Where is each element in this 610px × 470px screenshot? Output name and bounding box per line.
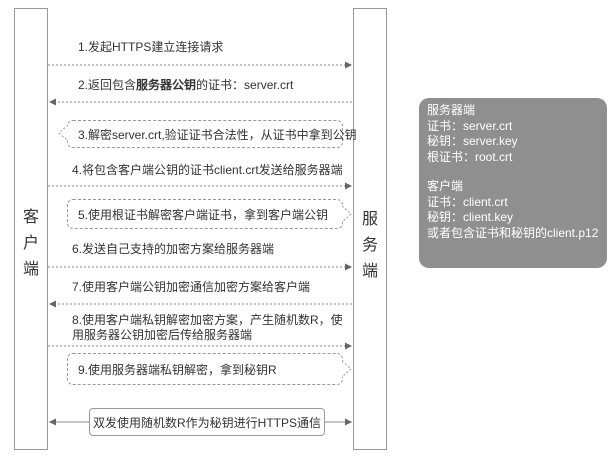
- step-8-label-line-2: 用服务器公钥加密后传给服务器端: [72, 328, 253, 342]
- panel-client-p12: 或者包含证书和秘钥的client.p12: [427, 225, 599, 240]
- step-8-label-line-1: 8.使用客户端私钥解密加密方案，产生随机数R，使: [72, 313, 343, 327]
- step-3-note: 3.解密server.crt,验证证书合法性，从证书中拿到公钥: [67, 120, 357, 148]
- step-9-note-pointer: [342, 361, 352, 377]
- panel-client-cert: 证书：client.crt: [427, 194, 508, 209]
- panel-server-title: 服务器端: [427, 103, 476, 117]
- panel-client-title: 客户端: [427, 179, 464, 193]
- server-lane-label: 服 务 端: [361, 211, 378, 280]
- step-3-note-pointer: [58, 125, 68, 141]
- key-info-panel: 服务器端 证书：server.crt 秘钥：server.key 根证书：roo…: [419, 98, 607, 268]
- panel-root-cert: 根证书：root.crt: [427, 149, 513, 164]
- step-7-label: 7.使用客户端公钥加密通信加密方案给客户端: [72, 280, 311, 294]
- step-5-note: 5.使用根证书解密客户端证书，拿到客户端公钥: [67, 199, 343, 229]
- step-9-note: 9.使用服务器端私钥解密，拿到秘钥R: [67, 353, 343, 385]
- panel-server-key: 秘钥：server.key: [427, 134, 518, 148]
- step-5-note-pointer: [342, 206, 352, 222]
- step-2-label: 2.返回包含服务器公钥的证书：server.crt: [78, 78, 294, 92]
- panel-server-cert: 证书：server.crt: [427, 118, 513, 133]
- step-6-label: 6.发送自己支持的加密方案给服务器端: [72, 242, 275, 256]
- step-1-label: 1.发起HTTPS建立连接请求: [78, 40, 224, 54]
- client-lane-label: 客 户 端: [22, 209, 39, 278]
- server-lane: 服 务 端: [353, 8, 387, 450]
- step-4-label: 4.将包含客户端公钥的证书client.crt发送给服务器端: [72, 163, 343, 177]
- panel-client-key: 秘钥：client.key: [427, 210, 514, 224]
- client-lane: 客 户 端: [14, 8, 48, 450]
- final-https-box: 双发使用随机数R作为秘钥进行HTTPS通信: [89, 408, 325, 436]
